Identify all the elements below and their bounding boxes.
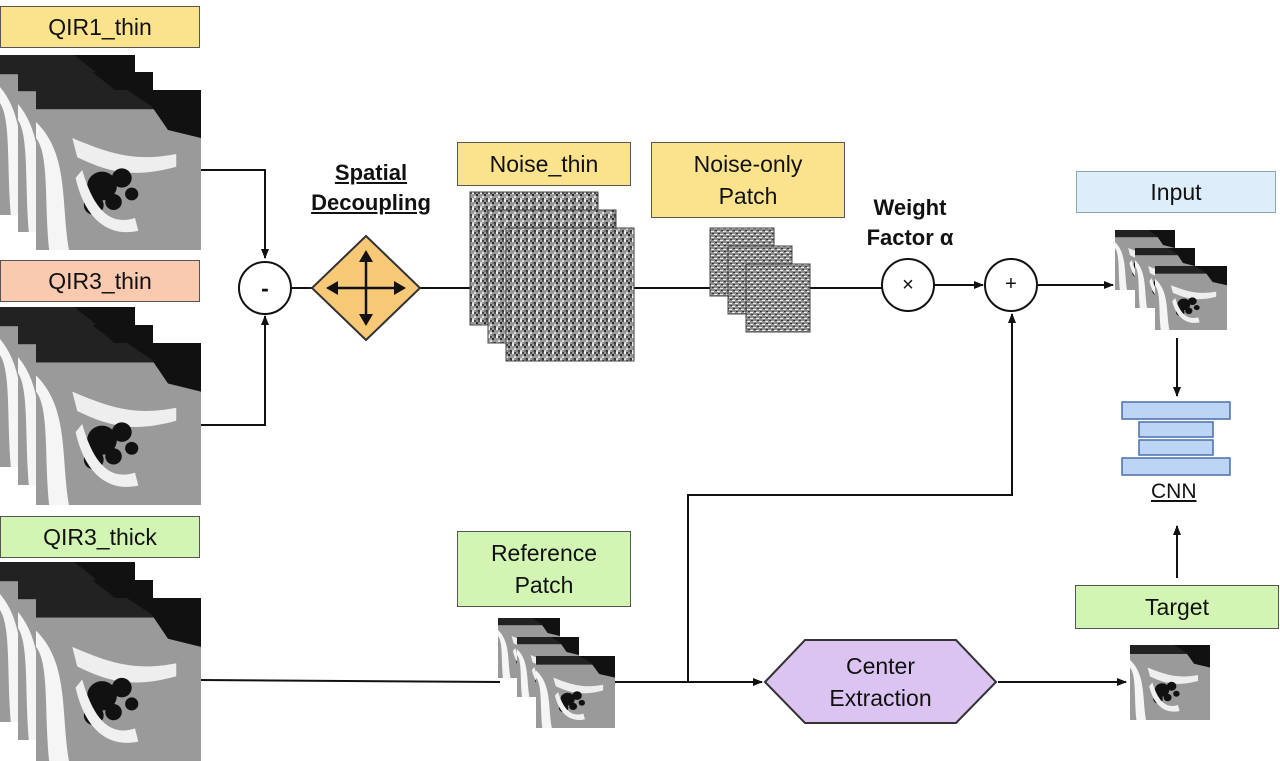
spatial-decoupling-line2: Decoupling — [311, 190, 431, 215]
qir1-thin-label: QIR1_thin — [0, 6, 200, 48]
add-symbol: + — [1005, 273, 1017, 295]
center-extraction-hexagon — [763, 639, 998, 724]
qir3-thin-label: QIR3_thin — [0, 260, 200, 302]
target-patch — [1130, 645, 1210, 720]
noise-only-patch-line2: Patch — [718, 183, 778, 209]
multiply-operator — [881, 258, 935, 312]
multiply-symbol: × — [902, 274, 914, 296]
spatial-decoupling-title: Spatial Decoupling — [306, 158, 436, 218]
weight-factor-line1: Weight — [873, 195, 947, 220]
input-label: Input — [1076, 171, 1276, 213]
cnn-label: CNN — [1151, 480, 1197, 503]
center-extraction-text: Center Extraction — [805, 650, 956, 714]
subtract-operator — [238, 261, 292, 315]
noise-only-patch-stack — [709, 227, 811, 333]
noise-thin-label: Noise_thin — [457, 142, 631, 186]
reference-patch-line1: Reference — [490, 540, 598, 566]
noise-only-patch-line1: Noise-only — [693, 151, 803, 177]
cnn-block — [1121, 401, 1231, 476]
noise-thin-stack — [469, 191, 635, 362]
reference-patch-line2: Patch — [514, 572, 574, 598]
reference-patch-label: Reference Patch — [457, 531, 631, 607]
qir3-thick-label: QIR3_thick — [0, 516, 200, 558]
noise-only-patch-label: Noise-only Patch — [651, 142, 845, 218]
spatial-decoupling-line1: Spatial — [334, 160, 408, 185]
center-extraction-line1: Center — [845, 653, 916, 679]
spatial-decoupling-diamond — [310, 234, 422, 342]
weight-factor-title: Weight Factor α — [852, 193, 968, 253]
ct-stack-qir1-thin — [0, 55, 202, 250]
reference-patch-stack — [498, 618, 615, 728]
ct-stack-qir3-thin — [0, 307, 202, 505]
center-extraction-line2: Extraction — [829, 685, 932, 711]
input-patch-stack — [1115, 230, 1227, 330]
subtract-symbol: - — [261, 275, 269, 301]
connectors — [199, 169, 1181, 686]
ct-stack-qir3-thick — [0, 562, 202, 761]
target-label: Target — [1075, 585, 1279, 629]
weight-factor-line2: Factor α — [866, 225, 954, 250]
add-operator — [984, 258, 1038, 312]
